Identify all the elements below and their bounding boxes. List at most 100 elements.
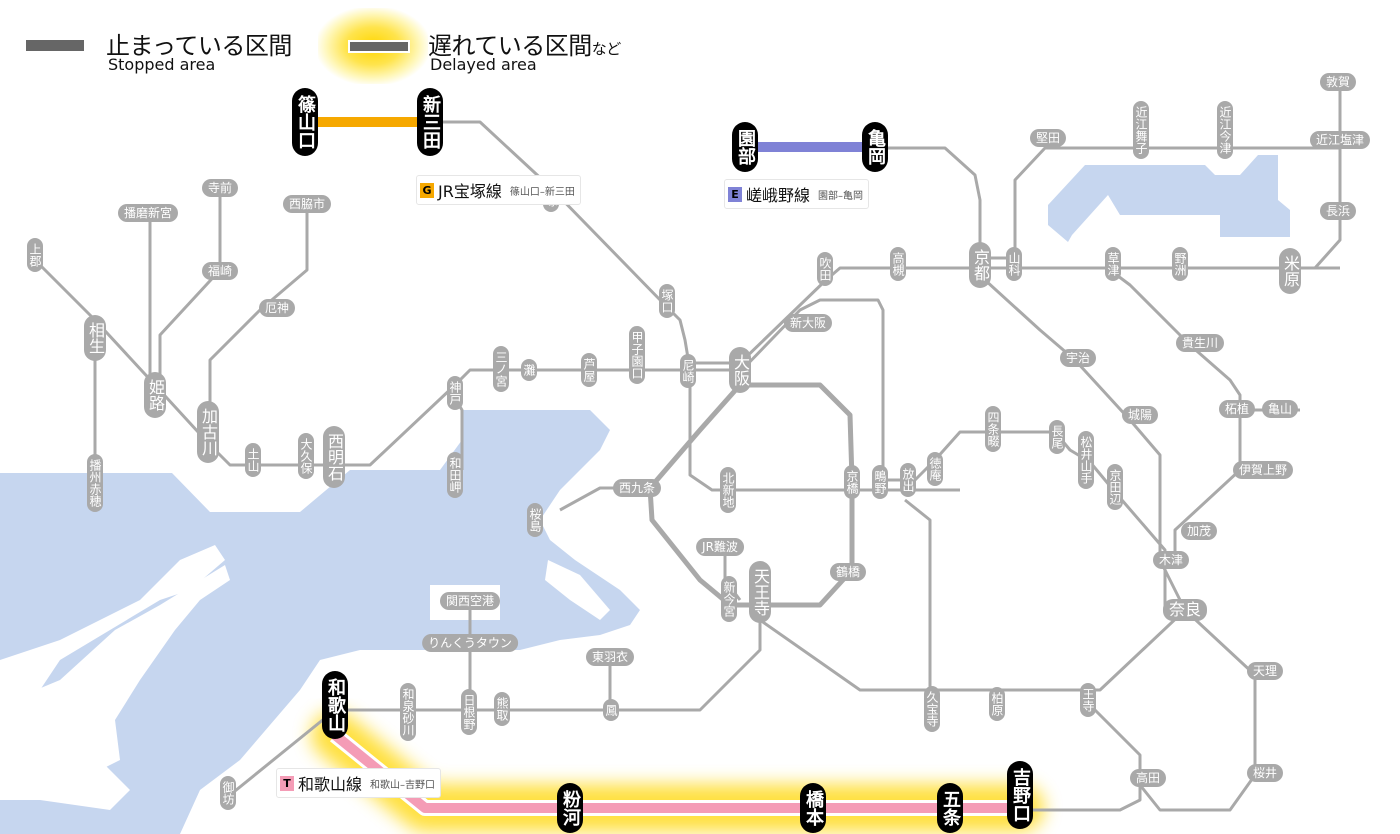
- station[interactable]: 鴫野: [872, 465, 888, 499]
- station[interactable]: 高田: [1129, 769, 1167, 787]
- station[interactable]: 草津: [1105, 247, 1121, 281]
- station[interactable]: 播磨新宮: [117, 204, 179, 222]
- station[interactable]: 近江塩津: [1309, 131, 1371, 149]
- station[interactable]: 和泉砂川: [400, 683, 416, 741]
- station[interactable]: 放出: [900, 463, 916, 497]
- line-name-G: JR宝塚線: [438, 182, 502, 201]
- station[interactable]: 米原: [1279, 248, 1301, 294]
- station[interactable]: 大阪: [729, 347, 751, 393]
- station[interactable]: 灘: [521, 359, 537, 381]
- station[interactable]: 京橋: [844, 465, 860, 499]
- station[interactable]: 奈良: [1162, 599, 1208, 621]
- station[interactable]: 松井山手: [1078, 431, 1094, 489]
- station[interactable]: 寺前: [201, 179, 239, 197]
- station[interactable]: 京都: [969, 242, 991, 288]
- station[interactable]: 熊取: [494, 692, 510, 726]
- station[interactable]: 塚口: [659, 284, 675, 318]
- station[interactable]: 長浜: [1319, 202, 1357, 220]
- station[interactable]: 近江舞子: [1133, 101, 1149, 159]
- station[interactable]: 木津: [1152, 551, 1190, 569]
- affected-station[interactable]: 五条: [937, 783, 963, 833]
- station[interactable]: 尼崎: [680, 354, 696, 388]
- station[interactable]: JR難波: [696, 538, 744, 556]
- station[interactable]: 天王寺: [749, 561, 771, 623]
- station[interactable]: 新大阪: [783, 314, 833, 332]
- station[interactable]: 桜島: [527, 503, 543, 537]
- legend-delayed-en: Delayed area: [430, 55, 537, 74]
- station[interactable]: 厄神: [258, 299, 296, 317]
- station[interactable]: 相生: [84, 315, 106, 361]
- station[interactable]: 吹田: [817, 252, 833, 286]
- station[interactable]: 新今宮: [721, 576, 737, 622]
- station[interactable]: 野洲: [1172, 247, 1188, 281]
- legend-stopped-en: Stopped area: [108, 55, 216, 74]
- station[interactable]: 福崎: [201, 262, 239, 280]
- legend-delayed-ja-main: 遅れている区間: [428, 32, 592, 60]
- station[interactable]: 大久保: [298, 433, 314, 479]
- station[interactable]: 芦屋: [581, 353, 597, 387]
- station[interactable]: 城陽: [1121, 406, 1159, 424]
- station[interactable]: 王寺: [1080, 683, 1096, 717]
- land-area: [545, 560, 610, 620]
- line-label-G[interactable]: G JR宝塚線 篠山口–新三田: [416, 175, 581, 205]
- rail-line: [1109, 268, 1242, 565]
- station[interactable]: 長尾: [1049, 420, 1065, 454]
- station[interactable]: 加茂: [1180, 522, 1218, 540]
- station[interactable]: 姫路: [144, 372, 166, 418]
- station[interactable]: 御坊: [220, 776, 236, 810]
- station[interactable]: 上郡: [27, 238, 43, 272]
- station[interactable]: 山科: [1006, 247, 1022, 281]
- affected-station[interactable]: 園部: [732, 122, 758, 172]
- station[interactable]: 神戸: [447, 376, 463, 410]
- affected-station[interactable]: 篠山口: [292, 88, 318, 156]
- affected-station[interactable]: 橋本: [800, 783, 826, 833]
- station[interactable]: 北新地: [720, 467, 736, 513]
- station[interactable]: 宇治: [1059, 349, 1097, 367]
- station[interactable]: 敦賀: [1319, 73, 1357, 91]
- station[interactable]: 京田辺: [1107, 464, 1123, 510]
- station[interactable]: 西明石: [323, 426, 345, 488]
- station[interactable]: 柏原: [989, 687, 1005, 721]
- station[interactable]: 関西空港: [439, 592, 501, 610]
- station[interactable]: 四条畷: [985, 406, 1001, 452]
- station[interactable]: 和田岬: [447, 452, 463, 498]
- station[interactable]: 西脇市: [282, 195, 332, 213]
- station[interactable]: 播州赤穂: [87, 454, 103, 512]
- line-from-E: 園部: [818, 190, 839, 202]
- affected-station[interactable]: 亀岡: [862, 122, 888, 172]
- station[interactable]: 天理: [1246, 662, 1284, 680]
- station[interactable]: 鳳: [603, 699, 619, 721]
- station[interactable]: 高槻: [890, 247, 906, 281]
- line-label-E[interactable]: E 嵯峨野線 園部–亀岡: [724, 179, 870, 209]
- affected-station[interactable]: 新三田: [417, 88, 443, 156]
- station[interactable]: 西九条: [612, 479, 662, 497]
- line-range-E: 園部–亀岡: [818, 187, 863, 202]
- station[interactable]: 久宝寺: [924, 686, 940, 732]
- station[interactable]: 桜井: [1246, 764, 1284, 782]
- affected-station[interactable]: 和歌山: [322, 671, 348, 739]
- line-label-T[interactable]: T 和歌山線 和歌山–吉野口: [276, 768, 442, 798]
- station[interactable]: 貴生川: [1175, 334, 1225, 352]
- station[interactable]: 甲子園口: [629, 326, 645, 384]
- line-name-T: 和歌山線: [298, 775, 363, 794]
- station[interactable]: 近江今津: [1217, 101, 1233, 159]
- station[interactable]: 鶴橋: [829, 563, 867, 581]
- station[interactable]: 日根野: [461, 689, 477, 735]
- station[interactable]: りんくうタウン: [422, 634, 518, 652]
- water-layer: [0, 155, 1290, 834]
- station[interactable]: 三ノ宮: [493, 346, 509, 392]
- line-badge-G: G: [420, 182, 434, 198]
- station[interactable]: 徳庵: [927, 452, 943, 486]
- line-range-T: 和歌山–吉野口: [370, 776, 435, 791]
- station[interactable]: 亀山: [1261, 400, 1299, 418]
- land-area: [0, 565, 230, 790]
- station[interactable]: 加古川: [197, 401, 219, 463]
- station[interactable]: 土山: [245, 443, 261, 477]
- rail-line: [229, 708, 336, 797]
- affected-station[interactable]: 粉河: [557, 783, 583, 833]
- station[interactable]: 堅田: [1029, 129, 1067, 147]
- station[interactable]: 柘植: [1218, 400, 1256, 418]
- station[interactable]: 伊賀上野: [1232, 461, 1294, 479]
- affected-station[interactable]: 吉野口: [1007, 761, 1033, 829]
- station[interactable]: 東羽衣: [585, 648, 635, 666]
